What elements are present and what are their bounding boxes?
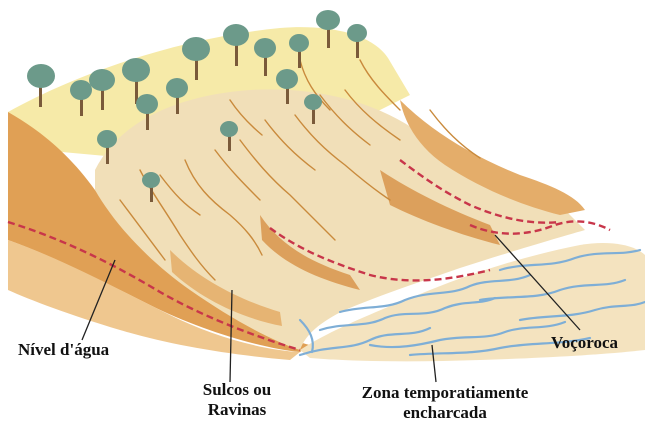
label-soaked-line1: Zona temporatiamente [335,383,555,403]
label-gully: Voçoroca [551,333,618,353]
label-furrows-line2: Ravinas [182,400,292,420]
label-furrows-line1: Sulcos ou [182,380,292,400]
label-furrows: Sulcos ou Ravinas [182,380,292,420]
label-water-level: Nível d'água [18,340,109,360]
label-soaked-zone: Zona temporatiamente encharcada [335,383,555,423]
label-soaked-line2: encharcada [335,403,555,423]
